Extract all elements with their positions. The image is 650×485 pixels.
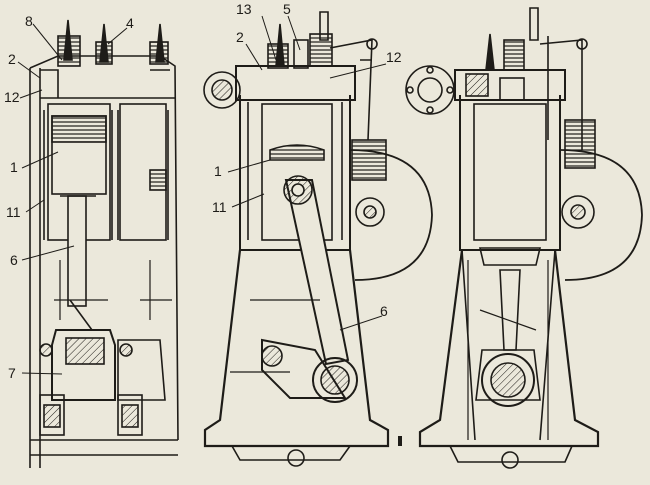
right-crankshaft: [481, 353, 535, 407]
callout-middle-11: 11: [212, 199, 227, 215]
callout-left-4: 4: [126, 15, 134, 31]
middle-crankcase: [203, 249, 390, 448]
callout-left-12: 12: [4, 89, 20, 105]
middle-intake-port: [203, 71, 241, 109]
middle-view: [203, 11, 433, 467]
middle-crankshaft: [312, 357, 358, 403]
callout-left-7: 7: [8, 365, 16, 381]
middle-piston: [269, 144, 325, 161]
right-crankcase: [418, 249, 600, 448]
right-cylinder: [473, 103, 547, 241]
callout-middle-6: 6: [380, 303, 388, 319]
left-connecting-rod: [67, 195, 87, 307]
middle-cylinder: [261, 103, 333, 241]
scale-mark: [398, 436, 402, 446]
callout-left-1: 1: [10, 159, 18, 175]
callout-left-8: 8: [25, 13, 33, 29]
callout-middle-12: 12: [386, 49, 402, 65]
callout-left-2: 2: [8, 51, 16, 67]
right-flange: [405, 65, 455, 115]
callout-left-11: 11: [6, 204, 21, 220]
left-crankpin: [65, 337, 105, 365]
left-callouts: [17, 23, 128, 375]
callout-middle-13: 13: [236, 1, 252, 17]
right-view: [405, 7, 643, 469]
left-view: [29, 19, 179, 468]
middle-callouts: [227, 15, 387, 331]
left-piston-rings: [51, 115, 107, 143]
callout-middle-1: 1: [214, 163, 222, 179]
callout-left-6: 6: [10, 252, 18, 268]
middle-connecting-rod: [283, 175, 350, 366]
callout-middle-5: 5: [283, 1, 291, 17]
callout-middle-2: 2: [236, 29, 244, 45]
middle-side-housing: [349, 149, 433, 281]
